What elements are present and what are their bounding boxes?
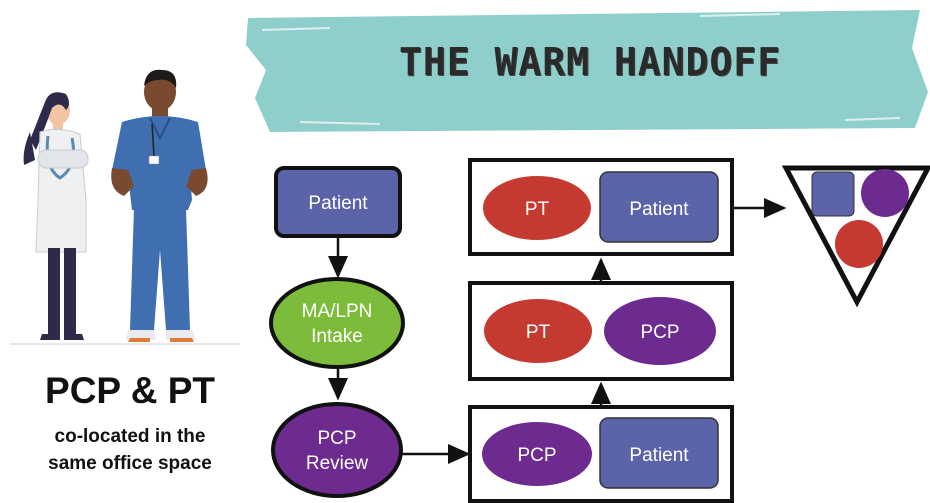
- stage1-frame: [468, 405, 734, 503]
- caption-line-2: same office space: [48, 453, 212, 474]
- stage2-frame: [468, 281, 734, 381]
- caption-heading: PCP & PT: [45, 370, 215, 411]
- review-oval: [271, 402, 403, 498]
- intake-label-line2: Intake: [311, 326, 363, 347]
- caption-subtitle: co-located in the same office space: [10, 423, 250, 477]
- stage2-left-label: PT: [526, 322, 551, 343]
- nurse-figure: [111, 69, 208, 342]
- stage1-right-label: Patient: [629, 445, 689, 466]
- triangle-pcp-circle: [861, 169, 909, 217]
- stage3-frame: [468, 158, 734, 256]
- patient-start-label: Patient: [308, 193, 368, 214]
- stage2-pt-oval: [484, 299, 592, 363]
- triangle-patient-square: [811, 171, 855, 217]
- stage1-patient-box: [599, 417, 719, 489]
- page-title: THE WARM HANDOFF: [398, 40, 782, 84]
- triangle-pt-circle: [835, 220, 883, 268]
- patient-start-box: [274, 166, 402, 238]
- stage2-right-label: PCP: [640, 322, 679, 343]
- stage2-pcp-oval: [604, 297, 716, 365]
- stage3-right-label: Patient: [629, 199, 689, 220]
- stage1-pcp-oval: [482, 422, 592, 486]
- review-label-line2: Review: [306, 453, 369, 474]
- stage3-pt-oval: [483, 176, 591, 240]
- intake-label-line1: MA/LPN: [302, 301, 373, 322]
- stage3-patient-box: [599, 171, 719, 243]
- intake-oval: [269, 277, 405, 369]
- stage3-left-label: PT: [525, 199, 550, 220]
- caption-line-1: co-located in the: [54, 426, 206, 447]
- stage1-left-label: PCP: [517, 445, 556, 466]
- review-label-line1: PCP: [317, 428, 356, 449]
- title-banner: [246, 10, 928, 132]
- clinicians-illustration: [10, 69, 240, 345]
- doctor-figure: [23, 92, 89, 340]
